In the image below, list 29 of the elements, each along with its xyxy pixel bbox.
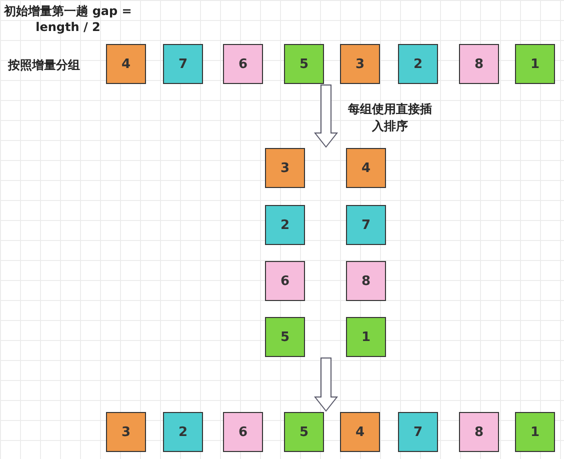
- block-arrow: [314, 358, 338, 412]
- number-box: 3: [265, 148, 305, 188]
- number-box: 4: [106, 44, 146, 84]
- number-box: 8: [459, 44, 499, 84]
- block-arrow: [314, 84, 338, 148]
- number-box: 7: [398, 412, 438, 452]
- number-box: 1: [515, 44, 555, 84]
- number-box: 4: [340, 412, 380, 452]
- number-box: 6: [223, 44, 263, 84]
- number-box: 1: [346, 317, 386, 357]
- step-label: 每组使用直接插入排序: [347, 101, 433, 135]
- number-box: 8: [346, 261, 386, 301]
- number-box: 5: [284, 412, 324, 452]
- number-box: 2: [265, 205, 305, 245]
- number-box: 5: [284, 44, 324, 84]
- heading-note: 初始增量第一趟 gap = length / 2: [2, 3, 133, 34]
- number-box: 3: [340, 44, 380, 84]
- number-box: 6: [265, 261, 305, 301]
- number-box: 7: [163, 44, 203, 84]
- number-box: 8: [459, 412, 499, 452]
- number-box: 4: [346, 148, 386, 188]
- number-box: 6: [223, 412, 263, 452]
- number-box: 7: [346, 205, 386, 245]
- number-box: 2: [398, 44, 438, 84]
- number-box: 2: [163, 412, 203, 452]
- step-label: 按照增量分组: [8, 57, 81, 74]
- number-box: 1: [515, 412, 555, 452]
- number-box: 5: [265, 317, 305, 357]
- number-box: 3: [106, 412, 146, 452]
